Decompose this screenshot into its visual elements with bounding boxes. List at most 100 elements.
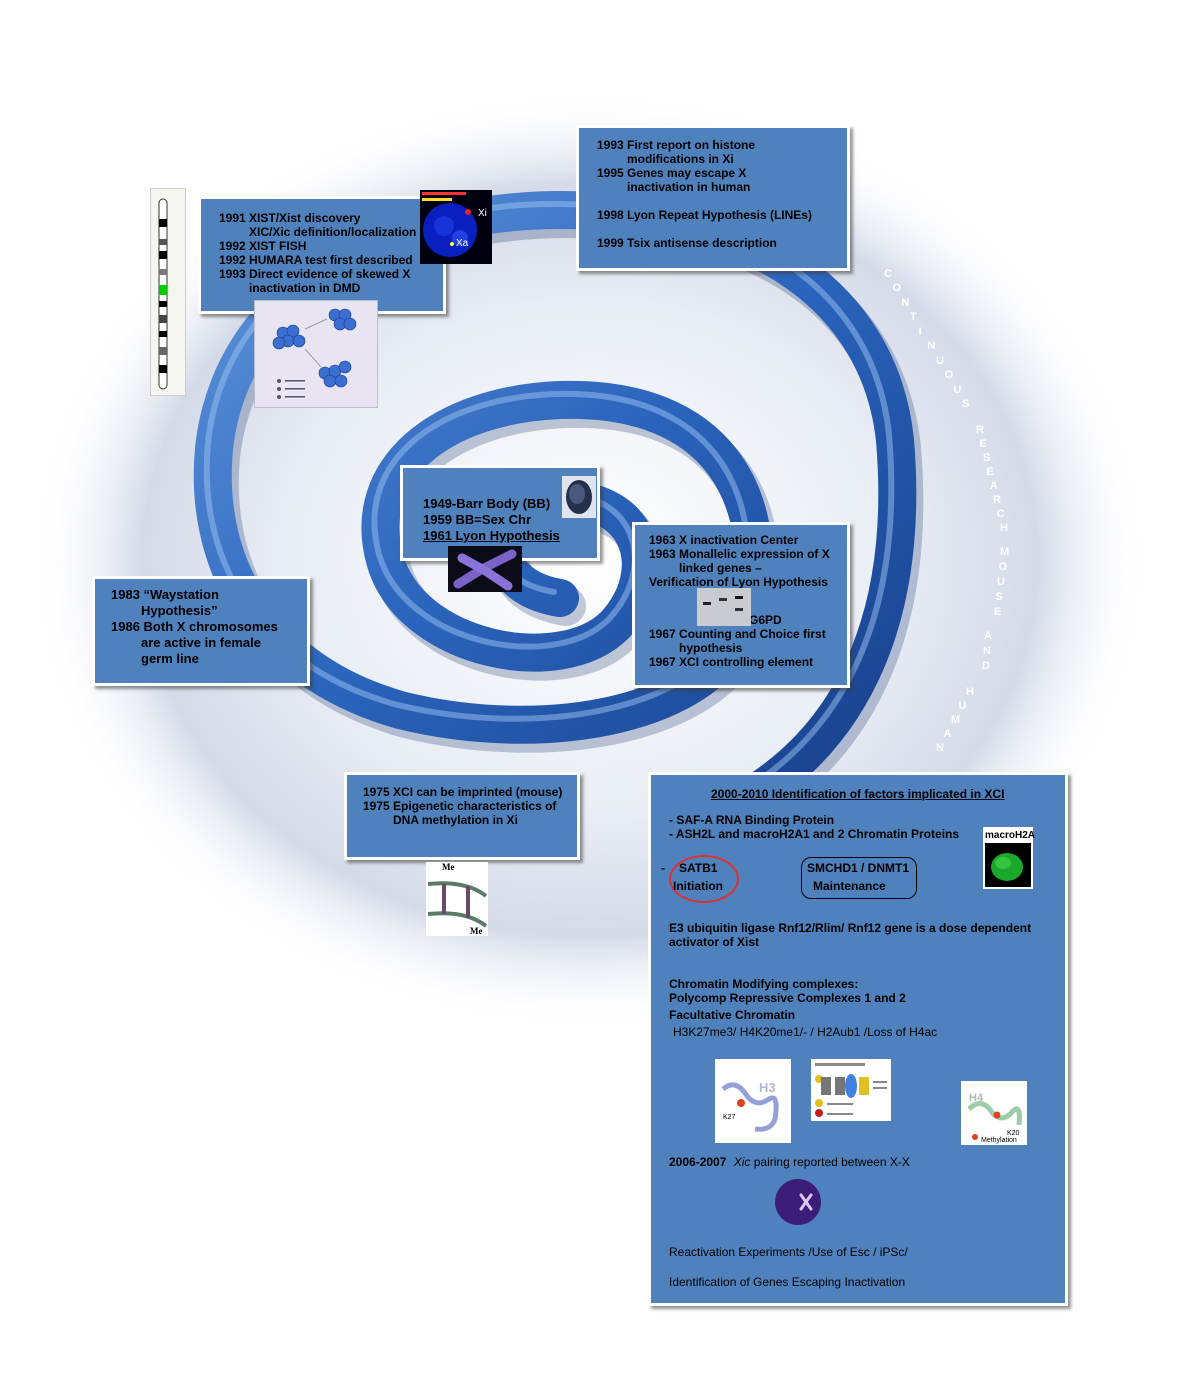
- box-1963-inactivation-center: 1963 X inactivation Center 1963 Monallel…: [632, 522, 850, 688]
- pairing-rest: pairing reported between X-X: [750, 1155, 910, 1169]
- nucleus-fish-graphic: [422, 192, 477, 257]
- box-1963-line-3: linked genes –: [679, 561, 762, 575]
- box-1963-line-1: 1963 X inactivation Center: [649, 533, 799, 547]
- chromosome-graphic: [453, 549, 517, 591]
- spiral-caption-letter: R: [976, 424, 984, 436]
- box-1993-line-3: 1995 Genes may escape X: [597, 166, 747, 180]
- spiral-caption-letter: U: [953, 383, 962, 396]
- box-1991-line-4: 1992 HUMARA test first described: [219, 253, 413, 267]
- box-1993-line-6: 1999 Tsix antisense description: [597, 236, 777, 250]
- macroh2a-nucleus-graphic: [985, 843, 1031, 887]
- box-1963-line-4: Verification of Lyon Hypothesis: [649, 575, 828, 589]
- box-1963-line-7: hypothesis: [679, 641, 743, 655]
- satb1-dash: -: [661, 861, 665, 875]
- box-1993-line-4: inactivation in human: [627, 180, 751, 194]
- h4-histone-figure: H4 K20 Methylation: [961, 1081, 1027, 1145]
- me-label-bottom: Me: [470, 926, 483, 936]
- dna-methylation-image: Me Me: [426, 862, 488, 936]
- chromatin-line-3: Facultative Chromatin: [669, 1008, 796, 1022]
- spiral-caption-letter: N: [936, 742, 944, 754]
- box-1963-line-5-g6pd: G6PD: [749, 613, 782, 627]
- pairing-xic: Xic: [733, 1155, 751, 1169]
- box-1975-line-3: DNA methylation in Xi: [393, 813, 518, 827]
- h4-tail-graphic: [967, 1101, 1022, 1140]
- box-1991-xist-discovery: 1991 XIST/Xist discovery XIC/Xic definit…: [198, 196, 446, 314]
- chromatin-remodeling-figure: [811, 1059, 891, 1121]
- box-1963-line-2: 1963 Monallelic expression of X: [649, 547, 830, 561]
- spiral-caption-letter: A: [984, 630, 992, 642]
- box-1983-waystation: 1983 “Waystation Hypothesis” 1986 Both X…: [92, 576, 310, 686]
- xi-label: Xi: [478, 208, 487, 219]
- box-1963-line-8: 1967 XCI controlling element: [649, 655, 814, 669]
- box-1991-line-6: inactivation in DMD: [249, 281, 361, 295]
- box-1963-line-6: 1967 Counting and Choice first: [649, 627, 826, 641]
- spiral-caption-letter: O: [998, 561, 1008, 573]
- xist-fish-image: Xi Xa: [420, 190, 492, 264]
- chromosome-ideogram-figure: [150, 188, 186, 396]
- methylation-label: Methylation: [981, 1137, 1017, 1144]
- spiral-caption-letter: U: [936, 354, 944, 367]
- satb1-label: SATB1: [679, 861, 718, 875]
- spiral-caption-letter: S: [995, 591, 1003, 603]
- spiral-caption-letter: U: [958, 700, 967, 712]
- initiation-label: Initiation: [673, 879, 723, 893]
- h3-tail-graphic: [721, 1082, 779, 1132]
- e3-ligase-line-2: activator of Xist: [669, 935, 760, 949]
- gel-bands-graphic: [703, 596, 743, 611]
- spiral-caption-letter: R: [993, 494, 1002, 506]
- satb1-initiation-circle: [669, 855, 739, 903]
- chromosome-ideogram: [158, 198, 168, 390]
- box-2000-item-ash2l: - ASH2L and macroH2A1 and 2 Chromatin Pr…: [669, 827, 960, 841]
- smchd1-maintenance-box: [801, 857, 917, 899]
- spiral-caption-letter: I: [918, 325, 922, 338]
- spiral-caption-letter: N: [901, 296, 910, 309]
- pairing-years: 2006-2007: [669, 1155, 727, 1169]
- box-1975-line-1: 1975 XCI can be imprinted (mouse): [363, 785, 563, 799]
- reactivation-line: Reactivation Experiments /Use of Esc / i…: [669, 1245, 908, 1259]
- spiral-caption-letter: T: [910, 311, 917, 324]
- smchd1-label: SMCHD1 / DNMT1: [807, 861, 910, 875]
- xa-label: Xa: [456, 238, 469, 249]
- escaping-genes-line: Identification of Genes Escaping Inactiv…: [669, 1275, 906, 1289]
- box-1949-line-3: 1961 Lyon Hypothesis: [423, 528, 560, 543]
- box-1975-line-2: 1975 Epigenetic characteristics of: [363, 799, 557, 813]
- chromatin-line-2: Polycomp Repressive Complexes 1 and 2: [669, 991, 906, 1005]
- spiral-caption-letter: O: [944, 369, 954, 382]
- box-1949-line-1: 1949-Barr Body (BB): [423, 496, 551, 511]
- spiral-caption-letter: S: [962, 398, 970, 410]
- h3-label: H3: [759, 1080, 776, 1095]
- box-1983-line-2: Hypothesis”: [141, 603, 218, 618]
- spiral-caption-letter: O: [892, 282, 902, 295]
- spiral-caption-letter: E: [994, 606, 1002, 618]
- chromosome-x-image: [448, 546, 522, 592]
- box-1949-line-2: 1959 BB=Sex Chr: [423, 512, 532, 527]
- spiral-caption-letter: A: [943, 728, 952, 740]
- spiral-caption-letter: N: [983, 645, 991, 657]
- spiral-caption-letter: C: [996, 508, 1005, 520]
- box-1993-line-5: 1998 Lyon Repeat Hypothesis (LINEs): [597, 208, 812, 222]
- spiral-caption-letter: U: [997, 576, 1005, 588]
- spiral-caption-letter: A: [989, 480, 998, 492]
- box-1993-histone: 1993 First report on histone modificatio…: [576, 125, 850, 271]
- box-1975-imprinting: 1975 XCI can be imprinted (mouse) 1975 E…: [344, 772, 580, 860]
- box-2000-item-saf-a: - SAF-A RNA Binding Protein: [669, 813, 835, 827]
- dna-ladder-graphic: [427, 881, 488, 928]
- h3-histone-figure: H3 K27: [715, 1059, 791, 1143]
- spiral-caption-letter: E: [979, 438, 987, 450]
- nucleus-graphic: [566, 480, 592, 514]
- chromatin-line-1: Chromatin Modifying complexes:: [669, 977, 859, 991]
- box-2000-title: 2000-2010 Identification of factors impl…: [711, 787, 1005, 801]
- box-2000-2010-factors: 2000-2010 Identification of factors impl…: [648, 772, 1068, 1306]
- h4-label: H4: [969, 1092, 984, 1104]
- k20-label: K20: [1007, 1130, 1020, 1137]
- box-1991-line-5: 1993 Direct evidence of skewed X: [219, 267, 411, 281]
- box-1983-line-3: 1986 Both X chromosomes: [111, 619, 278, 634]
- box-1993-line-2: modifications in Xi: [627, 152, 734, 166]
- barr-body-nucleus-image: [562, 476, 596, 518]
- cell-clusters-graphic: [272, 308, 357, 399]
- g6pd-gel-image: [697, 588, 751, 626]
- macroh2a-figure: macroH2A: [983, 827, 1036, 889]
- macroh2a-label: macroH2A: [985, 830, 1036, 841]
- spiral-caption-letter: E: [986, 466, 994, 478]
- xx-pairing-graphic: [799, 1193, 813, 1211]
